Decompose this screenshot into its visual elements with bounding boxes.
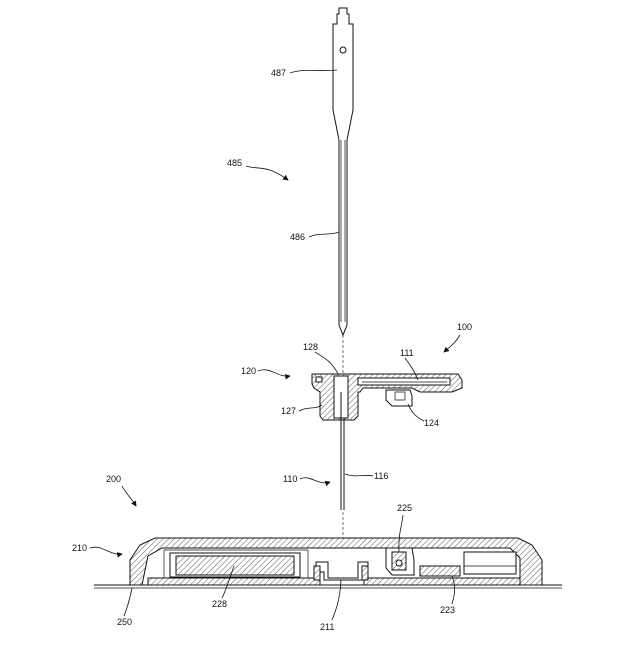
sensor-module	[312, 374, 462, 510]
label-211: 211	[320, 622, 334, 632]
arrow-485	[246, 166, 288, 180]
leader-250	[124, 588, 132, 616]
label-120: 120	[241, 366, 256, 376]
label-228: 228	[212, 599, 227, 609]
label-210: 210	[72, 543, 87, 553]
arrow-120	[258, 370, 290, 376]
arrow-200	[122, 486, 136, 506]
label-200: 200	[106, 474, 121, 484]
label-485: 485	[227, 158, 242, 168]
label-487: 487	[271, 68, 286, 78]
leader-487	[290, 70, 337, 73]
label-110: 110	[283, 474, 297, 484]
arrow-110	[300, 478, 330, 483]
leader-127	[299, 405, 322, 411]
label-127: 127	[281, 406, 296, 416]
label-124: 124	[424, 418, 439, 428]
base-assembly	[94, 538, 562, 588]
label-225: 225	[397, 503, 412, 513]
leader-486	[309, 232, 339, 237]
leader-211	[332, 580, 341, 620]
arrow-100	[444, 335, 460, 352]
label-486: 486	[290, 232, 305, 242]
label-100: 100	[457, 322, 472, 332]
label-250: 250	[117, 617, 132, 627]
label-116: 116	[374, 471, 388, 481]
leader-128	[315, 352, 338, 374]
arrow-210	[90, 547, 122, 554]
label-128: 128	[303, 342, 318, 352]
label-223: 223	[440, 605, 455, 615]
label-111: 111	[400, 348, 414, 358]
insertion-needle	[333, 8, 353, 335]
leader-116	[345, 474, 373, 476]
leader-124	[408, 404, 424, 421]
